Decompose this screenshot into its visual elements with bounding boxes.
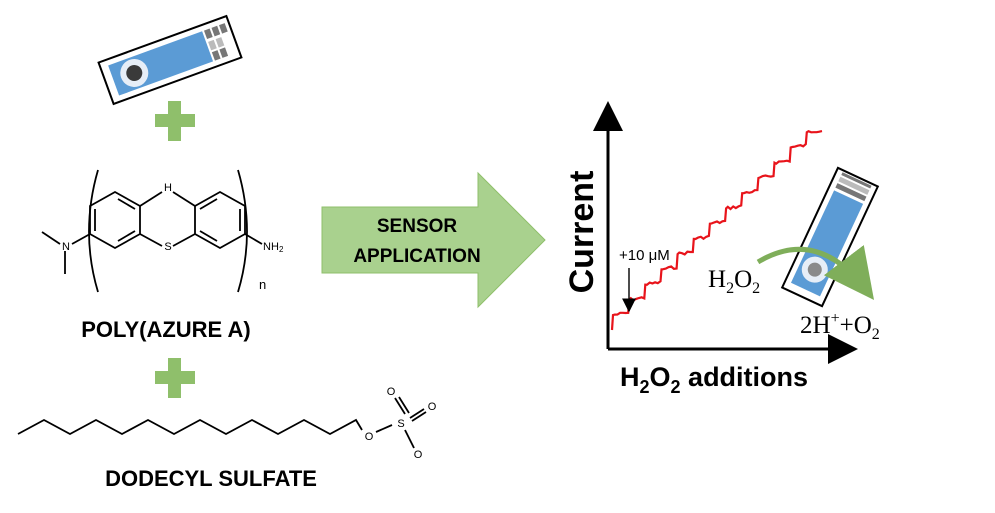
current-trace [610,129,823,331]
plus-icon [155,358,195,398]
reaction-arrow [756,245,875,300]
block-arrow-icon: SENSOR APPLICATION [321,171,546,309]
current-plot: Current H2O2 additions +10 μM H2O2 2H++O… [563,101,880,397]
azure-a-atom-labels: H S N NH 2 n [62,182,284,292]
dodecyl-sulfate-structure [17,396,427,449]
azure-a-structure [41,169,263,293]
atom-o-right: O [428,401,437,413]
x-axis-label: H2O2 additions [620,362,808,397]
reaction-product: 2H++O2 [800,310,880,343]
atom-o-ester: O [365,431,374,443]
y-axis-label: Current [563,171,601,294]
atom-n: N [62,241,70,253]
repeat-index: n [259,277,266,292]
atom-nh: NH [263,241,279,253]
polymer-label: POLY(AZURE A) [81,317,251,342]
arrow-label-line1: SENSOR [377,216,458,237]
surfactant-label: DODECYL SULFATE [105,466,317,491]
sulfate-atom-labels: O S O O O [365,386,437,461]
electrode-strip-icon [97,14,243,106]
atom-nh-subscript: 2 [279,245,284,254]
atom-o-top: O [387,386,396,398]
atom-s-sulfate: S [397,418,404,430]
arrow-label-line2: APPLICATION [353,246,480,267]
atom-o-anion: O [414,449,423,461]
atom-h: H [164,182,172,194]
atom-s: S [164,241,171,253]
reaction-reactant: H2O2 [708,266,760,297]
plus-icon [155,101,195,141]
addition-annotation: +10 μM [619,247,670,264]
